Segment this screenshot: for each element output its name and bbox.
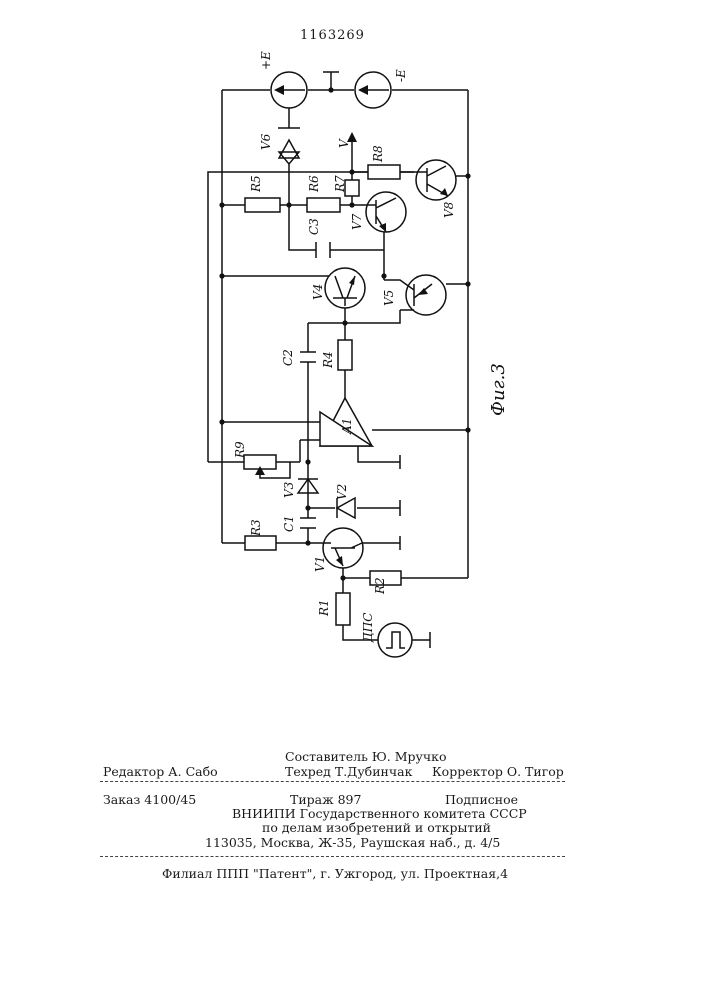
order-line: Заказ 4100/45 <box>103 792 196 807</box>
label-a1: A1 <box>340 418 354 435</box>
capacitor-c2 <box>300 352 316 362</box>
resistor-r6 <box>307 198 340 212</box>
techred-line: Техред Т.Дубинчак <box>285 764 412 779</box>
label-v2: V2 <box>335 484 349 500</box>
label-v4: V4 <box>311 284 325 300</box>
resistor-r8 <box>368 165 400 179</box>
separator-top <box>100 781 565 782</box>
figure-caption: Фиг.3 <box>488 363 509 416</box>
r2-wire <box>343 566 468 578</box>
label-c2: C2 <box>281 349 295 366</box>
label-r9: R9 <box>233 441 247 459</box>
org-line-1: ВНИИПИ Государственного комитета СССР <box>232 806 527 821</box>
label-r6: R6 <box>307 175 321 193</box>
resistor-r3 <box>245 536 276 550</box>
source-plus-e <box>271 72 307 108</box>
org-line-2: по делам изобретений и открытий <box>262 820 491 835</box>
editor-line: Редактор А. Сабо <box>103 764 218 779</box>
label-r8: R8 <box>371 145 385 163</box>
address-line: 113035, Москва, Ж-35, Раушская наб., д. … <box>205 835 500 850</box>
label-r5: R5 <box>249 175 263 193</box>
label-minus-e: -E <box>394 69 408 82</box>
resistor-r7 <box>345 180 359 196</box>
label-r1: R1 <box>317 599 331 617</box>
capacitor-c1 <box>300 518 316 528</box>
subscription-line: Подписное <box>445 792 518 807</box>
label-v5: V5 <box>382 290 396 306</box>
label-r3: R3 <box>249 519 263 537</box>
ground-top <box>323 72 339 90</box>
label-c1: C1 <box>282 515 296 532</box>
label-r7: R7 <box>333 175 347 193</box>
label-v3: V3 <box>282 481 296 498</box>
resistor-r4 <box>338 340 352 370</box>
resistor-r5 <box>245 198 280 212</box>
transistor-v7 <box>365 192 406 232</box>
label-c3: C3 <box>307 218 321 235</box>
compiler-line: Составитель Ю. Мручко <box>285 749 446 764</box>
diode-v2 <box>337 498 355 518</box>
transistor-v4 <box>325 268 365 308</box>
label-plus-e: +E <box>259 51 273 70</box>
label-v7: V7 <box>350 213 364 230</box>
label-v8: V8 <box>442 201 456 218</box>
dps-ground-wire <box>412 632 430 648</box>
branch-line: Филиал ППП "Патент", г. Ужгород, ул. Про… <box>162 866 508 881</box>
a1-input-wire <box>222 422 320 440</box>
circuit-diagram: +E -E V6 V R8 R5 R6 R7 V8 V7 C3 V4 V5 C2… <box>0 0 707 700</box>
transistor-v8 <box>414 160 456 200</box>
label-dps: ДПС <box>361 613 375 643</box>
label-v1: V1 <box>313 556 327 572</box>
resistor-r1 <box>336 593 350 625</box>
diode-v6 <box>278 128 300 164</box>
label-v6: V6 <box>259 133 273 150</box>
print-run-line: Тираж 897 <box>290 792 361 807</box>
capacitor-c3 <box>316 242 330 258</box>
separator-bottom <box>100 856 565 857</box>
dps-source <box>378 623 412 657</box>
label-v: V <box>337 138 351 148</box>
label-r4: R4 <box>321 351 335 369</box>
a1-ground-wire <box>358 446 400 462</box>
label-r2: R2 <box>373 577 387 595</box>
corrector-line: Корректор О. Тигор <box>432 764 564 779</box>
source-minus-e <box>355 72 391 108</box>
